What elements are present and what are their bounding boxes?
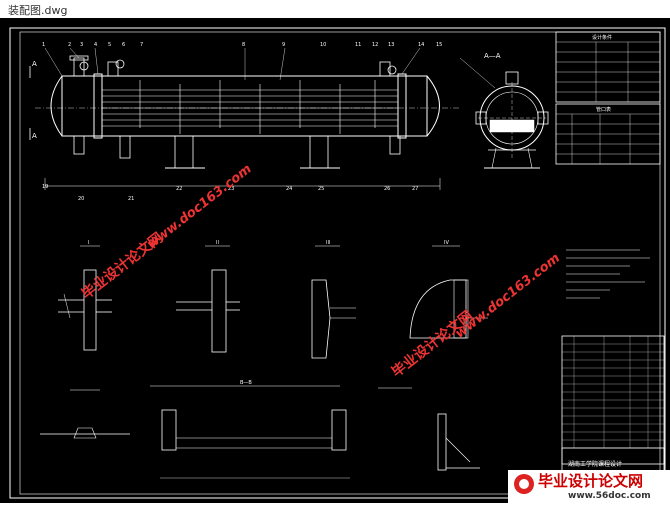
svg-text:3: 3 — [80, 42, 83, 48]
detail-ii-view — [176, 245, 240, 353]
svg-text:25: 25 — [318, 186, 324, 192]
svg-text:11: 11 — [355, 42, 361, 48]
drawing-border — [9, 27, 666, 499]
part-numbers-bottom: 19 20 21 22 23 24 25 26 27 — [42, 184, 418, 202]
svg-text:24: 24 — [286, 186, 292, 192]
section-a-a-label: A—A — [484, 52, 501, 60]
svg-text:12: 12 — [372, 42, 378, 48]
svg-text:8: 8 — [242, 42, 245, 48]
svg-text:20: 20 — [78, 196, 84, 202]
detail-b-label: B—B — [240, 380, 252, 386]
logo-cn-text: 毕业设计论文网 — [538, 472, 643, 490]
svg-text:9: 9 — [282, 42, 285, 48]
svg-text:2: 2 — [68, 42, 71, 48]
detail-ii-label: II — [216, 240, 219, 246]
watermark-3-cn: 毕业设计论文网 — [388, 307, 476, 381]
section-marker-a-bottom: A — [32, 132, 37, 140]
detail-iii-view — [311, 245, 356, 359]
detail-iii-label: III — [326, 240, 330, 246]
watermark-2-url: www.doc163.com — [144, 162, 254, 253]
design-table-title: 设计条件 — [592, 34, 612, 41]
svg-text:19: 19 — [42, 184, 48, 190]
svg-text:5: 5 — [108, 42, 111, 48]
title-block-label: 湖南工学院课程设计 — [568, 460, 622, 468]
section-a-a-view — [459, 57, 549, 169]
svg-text:6: 6 — [122, 42, 125, 48]
watermark-4-url: www.doc163.com — [453, 251, 563, 342]
svg-text:7: 7 — [140, 42, 143, 48]
tech-notes — [566, 249, 650, 299]
detail-i-label: I — [88, 240, 89, 246]
svg-text:13: 13 — [388, 42, 394, 48]
svg-text:10: 10 — [320, 42, 326, 48]
window-titlebar: 装配图.dwg — [0, 0, 670, 19]
svg-text:27: 27 — [412, 186, 418, 192]
heat-exchanger-view — [29, 47, 460, 190]
svg-text:14: 14 — [418, 42, 424, 48]
svg-text:23: 23 — [228, 186, 234, 192]
watermark-2: www.doc163.com — [144, 162, 254, 253]
logo-url-text: www.56doc.com — [568, 491, 651, 501]
design-table — [555, 31, 661, 165]
drawing-inner-border — [19, 31, 661, 495]
watermark-4: www.doc163.com — [453, 251, 563, 342]
bottom-details — [40, 385, 480, 479]
parts-list — [561, 335, 665, 479]
svg-text:15: 15 — [436, 42, 442, 48]
detail-iv-view — [409, 245, 488, 339]
detail-i-view — [58, 245, 112, 351]
detail-iv-label: IV — [444, 240, 449, 246]
section-marker-a-top: A — [32, 60, 37, 68]
svg-text:22: 22 — [176, 186, 182, 192]
svg-text:4: 4 — [94, 42, 97, 48]
watermark-3: 毕业设计论文网 — [388, 307, 476, 381]
svg-text:26: 26 — [384, 186, 390, 192]
svg-text:1: 1 — [42, 42, 45, 48]
svg-text:21: 21 — [128, 196, 134, 202]
site-logo: 毕业设计论文网 www.56doc.com — [508, 470, 670, 503]
window-title: 装配图.dwg — [8, 4, 68, 17]
nozzle-table-title: 管口表 — [596, 106, 611, 113]
